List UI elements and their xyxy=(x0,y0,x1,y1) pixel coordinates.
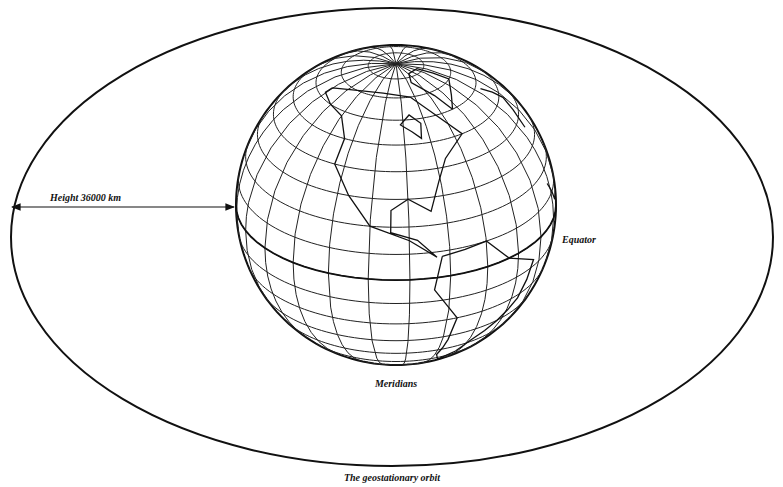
coastline xyxy=(547,184,555,200)
annotation-label: Equator xyxy=(560,234,598,245)
annotation-label: Meridians xyxy=(373,378,419,389)
coastline xyxy=(409,69,453,110)
coastline xyxy=(480,89,524,128)
coastline xyxy=(325,88,462,257)
equator-line xyxy=(236,205,556,280)
earth-globe xyxy=(236,45,556,365)
height-arrow xyxy=(12,206,234,207)
coastline xyxy=(435,241,534,359)
coastline xyxy=(400,115,421,138)
graticule xyxy=(236,45,556,365)
annotation-label: Height 36000 km xyxy=(48,192,123,203)
figure-caption: The geostationary orbit xyxy=(342,472,442,483)
orbit-ellipse xyxy=(11,8,773,466)
globe-outline xyxy=(236,45,556,365)
